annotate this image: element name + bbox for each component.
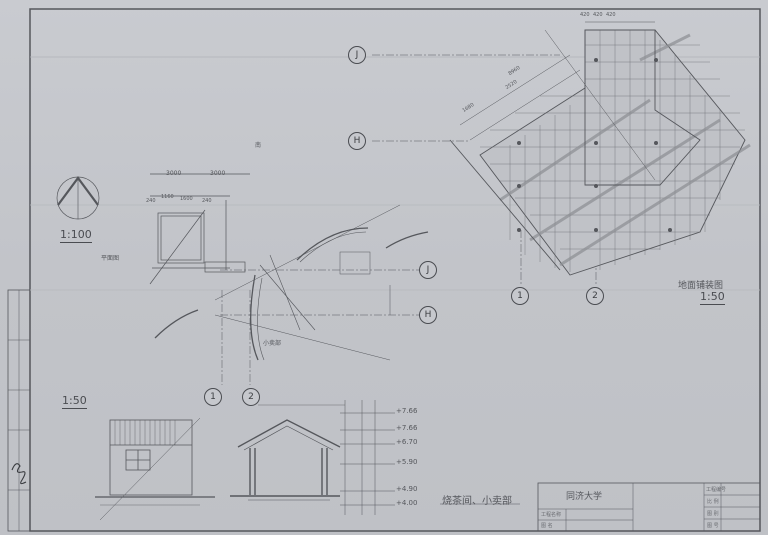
plan-label: 平面图: [101, 255, 120, 262]
axis-1-paving: 1: [511, 287, 529, 305]
elevation-mark: +4.90: [396, 485, 418, 493]
axis-1-plan: 1: [204, 388, 222, 406]
axis-j-plan: J: [419, 261, 437, 279]
drawing-name-label: 图 名: [541, 523, 553, 529]
axis-h-top: H: [348, 132, 366, 150]
dimension: 420: [593, 12, 603, 18]
dimension: 420: [580, 12, 590, 18]
north-arrow-icon: [56, 176, 100, 220]
scale-field-label: 比 例: [707, 499, 719, 505]
category-label: 图 别: [707, 511, 719, 517]
drawing-title: 烧茶间、小卖部: [442, 496, 512, 507]
project-no-label: 工程编号: [706, 487, 727, 493]
front-elevation: [95, 417, 215, 521]
sheet-no-label: 图 号: [707, 523, 719, 529]
signature: [11, 463, 27, 485]
dimension: 240: [146, 198, 156, 204]
paving-plan: [449, 21, 751, 276]
elevation-mark: +7.66: [396, 407, 418, 415]
title-block: [537, 482, 761, 532]
dimension: 1160: [161, 194, 174, 200]
dimension: 240: [202, 198, 212, 204]
axis-2-paving: 2: [586, 287, 604, 305]
section: [230, 404, 345, 501]
small-shop-label: 小卖部: [263, 340, 282, 347]
south-mark: 南: [255, 142, 262, 149]
dimension: 3000: [166, 170, 182, 177]
axis-2-plan: 2: [242, 388, 260, 406]
project-name-label: 工程名称: [541, 512, 562, 518]
dimension: 420: [606, 12, 616, 18]
curved-plan: [154, 204, 429, 361]
axis-j-top: J: [348, 46, 366, 64]
elevation-mark: +4.00: [396, 499, 418, 507]
scale-label-1-50: 1:50: [62, 394, 87, 409]
institution-name: 同济大学: [566, 492, 603, 502]
sheet-border: [29, 8, 761, 532]
small-plan: [149, 173, 250, 285]
elevation-lines: [340, 400, 395, 515]
paving-plan-label: 地面铺装图: [678, 281, 724, 291]
dimension: 1600: [180, 196, 193, 202]
axis-h-plan: H: [419, 306, 437, 324]
paving-plan-scale: 1:50: [700, 290, 725, 305]
dimension: 3000: [210, 170, 226, 177]
elevation-mark: +5.90: [396, 458, 418, 466]
elevation-mark: +6.70: [396, 438, 418, 446]
scale-label-1-100: 1:100: [60, 228, 92, 243]
elevation-mark: +7.66: [396, 424, 418, 432]
